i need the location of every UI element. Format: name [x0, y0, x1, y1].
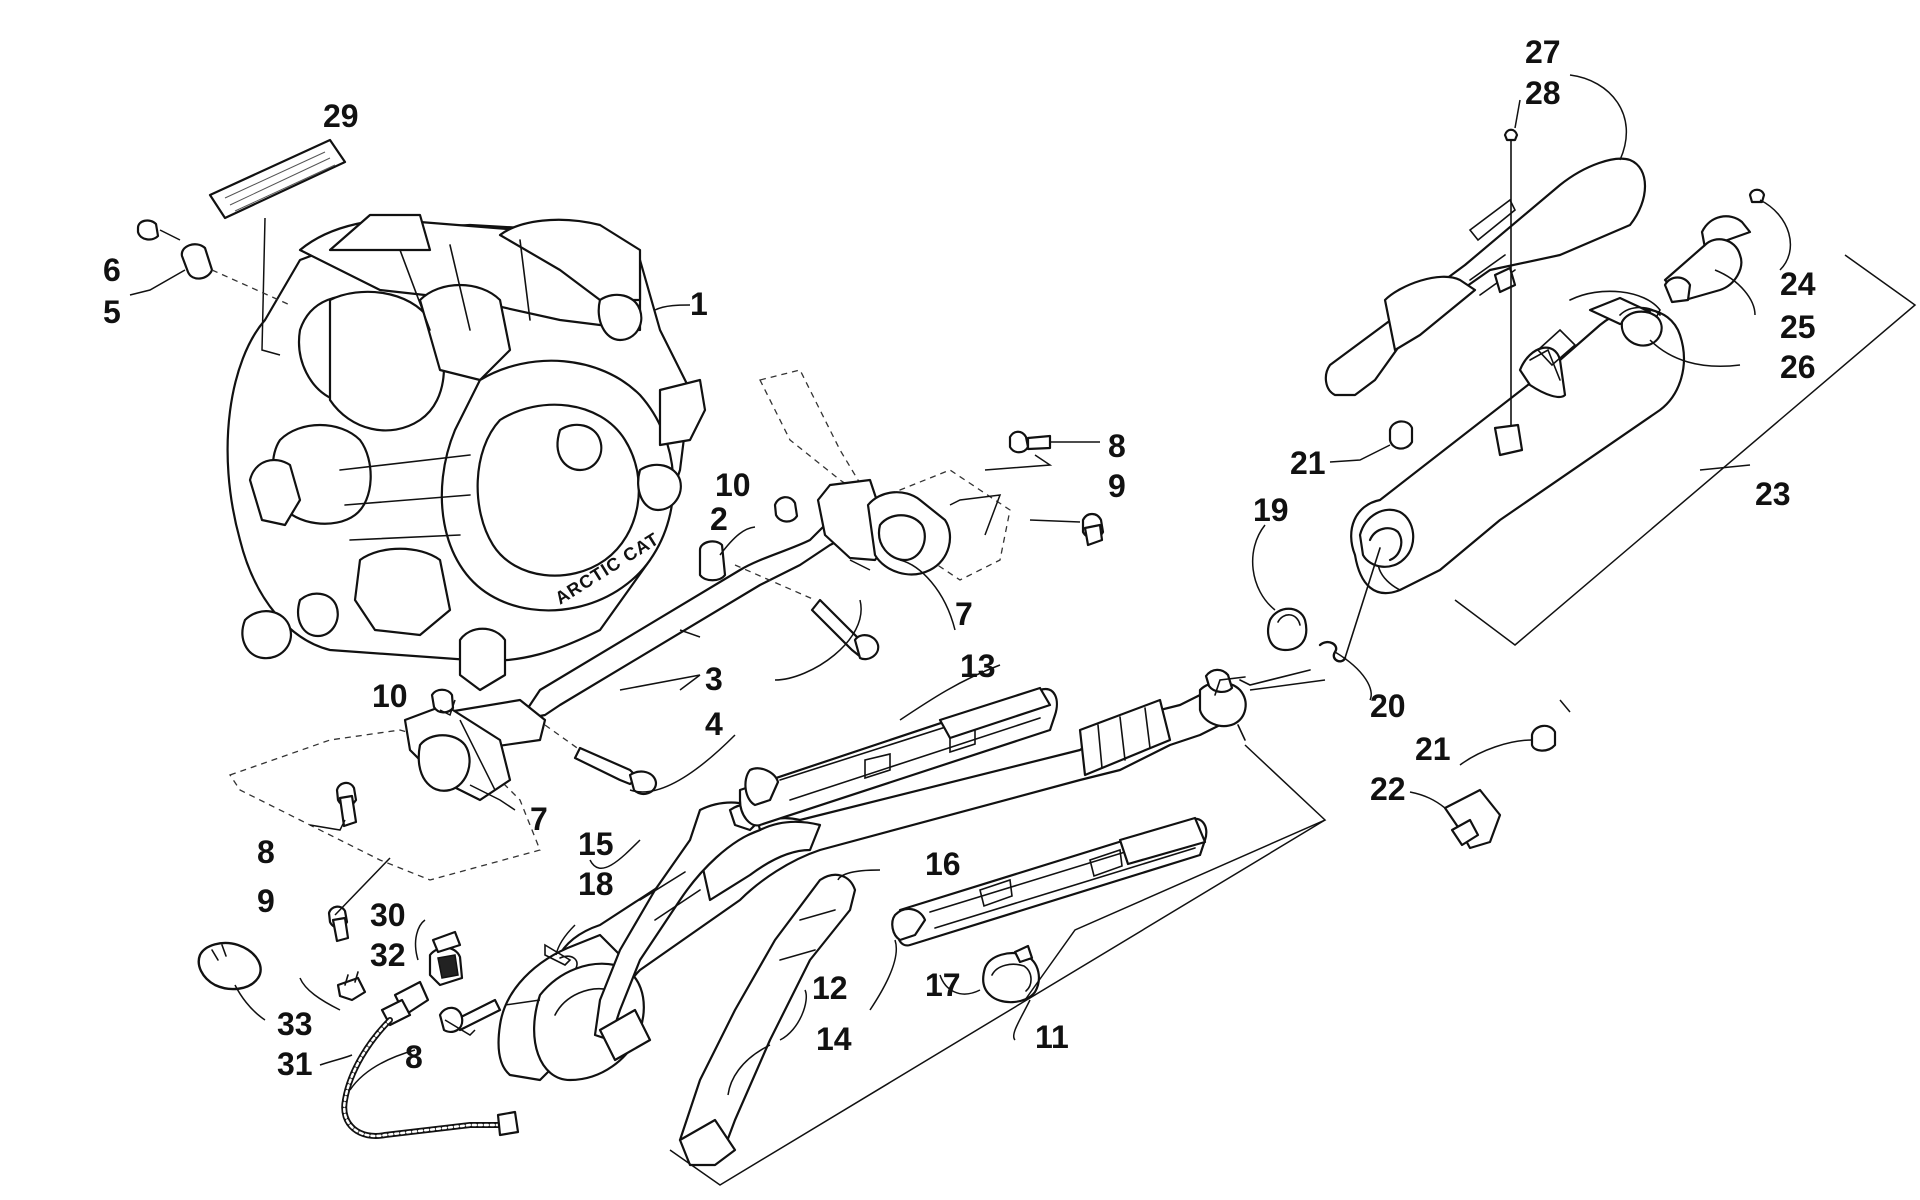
callout-1: 1 — [690, 286, 708, 322]
hose-clamp — [982, 944, 1040, 1004]
callout-3: 3 — [705, 661, 723, 697]
callout-31: 31 — [277, 1046, 313, 1082]
callout-8-upper: 8 — [1108, 428, 1126, 464]
lower-exhaust-flange-bracket — [228, 688, 541, 943]
callout-32: 32 — [370, 937, 406, 973]
muffler-mount-bracket — [1409, 788, 1502, 850]
callout-17: 17 — [925, 967, 961, 1003]
callout-20: 20 — [1370, 688, 1406, 724]
callout-33: 33 — [277, 1006, 313, 1042]
exhaust-spring-18 — [544, 943, 578, 969]
callout-10-lower: 10 — [372, 678, 408, 714]
exhaust-spring — [1239, 547, 1381, 701]
callout-12: 12 — [812, 970, 848, 1006]
callout-14: 14 — [816, 1021, 852, 1057]
callout-7-upper: 7 — [955, 596, 973, 632]
muffler-gasket — [1252, 524, 1308, 652]
callout-15: 15 — [578, 826, 614, 862]
callout-19: 19 — [1253, 492, 1289, 528]
callout-24: 24 — [1780, 266, 1816, 302]
callout-9-upper: 9 — [1108, 468, 1126, 504]
callout-25: 25 — [1780, 309, 1816, 345]
mid-pipe-heat-shield — [738, 686, 1058, 827]
callout-13: 13 — [960, 648, 996, 684]
muffler-grommet-upper — [1329, 420, 1414, 463]
callout-8-middle: 8 — [257, 834, 275, 870]
callout-18: 18 — [578, 866, 614, 902]
callout-4: 4 — [705, 706, 723, 742]
callout-10-upper: 10 — [715, 467, 751, 503]
tailpipe-heat-shield — [891, 816, 1208, 947]
callout-labels: 1 2 3 4 5 6 7 7 8 8 8 9 9 10 10 11 12 13… — [103, 34, 1816, 1082]
callout-8-lower: 8 — [405, 1039, 423, 1075]
muffler-heat-shield — [1324, 157, 1647, 397]
decal-label-part — [208, 138, 347, 356]
callout-6: 6 — [103, 252, 121, 288]
middle-heat-shield — [678, 873, 857, 1167]
callout-2: 2 — [710, 501, 728, 537]
assembly-bracket-lines — [669, 254, 1917, 1186]
upper-exhaust-flange-bracket — [759, 369, 1105, 581]
callout-22: 22 — [1370, 771, 1406, 807]
callout-30: 30 — [370, 897, 406, 933]
bracket-spacer-bolt-group — [428, 506, 880, 796]
grommet-and-nut — [136, 219, 291, 306]
callout-23: 23 — [1755, 476, 1791, 512]
callout-leader-lines — [129, 74, 1627, 1096]
callout-16: 16 — [925, 846, 961, 882]
muffler-grommet-lower — [1459, 724, 1557, 766]
callout-11: 11 — [1035, 1019, 1069, 1055]
o2-sensor-wiring — [197, 930, 520, 1139]
callout-7-lower: 7 — [530, 801, 548, 837]
lower-header-bolt — [438, 998, 541, 1036]
callout-21-lower: 21 — [1415, 731, 1451, 767]
callout-9-lower: 9 — [257, 883, 275, 919]
callout-27: 27 — [1525, 34, 1561, 70]
callout-5: 5 — [103, 294, 121, 330]
callout-29: 29 — [323, 98, 359, 134]
engine-assembly: ARCTIC CAT — [226, 213, 707, 692]
callout-26: 26 — [1780, 349, 1816, 385]
callout-28: 28 — [1525, 75, 1561, 111]
callout-21-upper: 21 — [1290, 445, 1326, 481]
spark-arrestor-group — [1619, 188, 1791, 368]
shield-screw-and-clip — [1493, 128, 1524, 457]
